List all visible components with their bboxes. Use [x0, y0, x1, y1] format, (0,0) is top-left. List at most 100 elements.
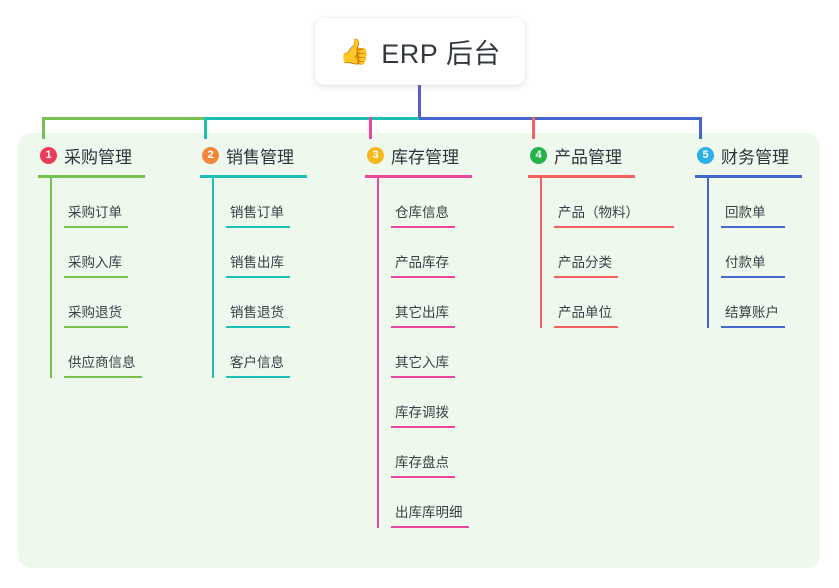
branch-item[interactable]: 销售订单	[226, 201, 307, 228]
branch-item[interactable]: 其它入库	[391, 351, 472, 378]
branch-items-3: 仓库信息产品库存其它出库其它入库库存调拨库存盘点出库库明细	[377, 178, 472, 528]
branch-item-underline	[554, 276, 618, 278]
branch-header-2[interactable]: 2 销售管理	[200, 142, 307, 168]
branch-item[interactable]: 仓库信息	[391, 201, 472, 228]
branch-header-underline	[695, 175, 802, 178]
item-spacer	[50, 328, 145, 351]
item-spacer	[377, 178, 472, 201]
branch-header-underline	[38, 175, 145, 178]
item-spacer	[377, 428, 472, 451]
branch-item[interactable]: 出库库明细	[391, 501, 472, 528]
branch-item-underline	[391, 326, 455, 328]
branch-item-label: 仓库信息	[395, 205, 449, 220]
branch-item-label: 结算账户	[725, 305, 779, 320]
branch-item-underline	[721, 226, 785, 228]
branch-spine	[540, 178, 542, 328]
bus-segment-2	[204, 117, 419, 120]
branch-item[interactable]: 产品库存	[391, 251, 472, 278]
branch-item-underline	[226, 276, 290, 278]
branch-title: 产品管理	[554, 147, 622, 167]
item-spacer	[377, 228, 472, 251]
branch-item[interactable]: 产品单位	[554, 301, 674, 328]
branch-item-underline	[391, 276, 455, 278]
branch-item[interactable]: 回款单	[721, 201, 802, 228]
item-spacer	[50, 228, 145, 251]
branch-item[interactable]: 其它出库	[391, 301, 472, 328]
branch-number-badge: 5	[697, 146, 714, 164]
branch-drop-connector-1	[42, 117, 45, 139]
branch-item-label: 销售出库	[230, 255, 284, 270]
branch-item-underline	[391, 376, 455, 378]
branch-item-underline	[64, 376, 142, 378]
branch-item-label: 库存调拨	[395, 405, 449, 420]
root-stem-connector	[418, 85, 421, 119]
branch-item-underline	[721, 276, 785, 278]
branch-item[interactable]: 库存调拨	[391, 401, 472, 428]
branch-item[interactable]: 销售出库	[226, 251, 307, 278]
branch-item[interactable]: 产品（物料）	[554, 201, 674, 228]
branch-column-4: 4 产品管理产品（物料） 产品分类产品单位	[528, 142, 674, 328]
branch-item[interactable]: 客户信息	[226, 351, 307, 378]
branch-item-label: 回款单	[725, 205, 766, 220]
branch-number-badge: 4	[530, 146, 547, 164]
branch-item-label: 客户信息	[230, 355, 284, 370]
branch-item-label: 供应商信息	[68, 355, 136, 370]
branch-item[interactable]: 销售退货	[226, 301, 307, 328]
branch-item-label: 产品分类	[558, 255, 612, 270]
branch-item-label: 采购退货	[68, 305, 122, 320]
bus-segment-1	[42, 117, 204, 120]
branch-item-label: 采购入库	[68, 255, 122, 270]
branch-column-1: 1 采购管理采购订单采购入库采购退货供应商信息	[38, 142, 145, 378]
branch-item[interactable]: 付款单	[721, 251, 802, 278]
branch-item-underline	[64, 276, 128, 278]
branch-item-label: 出库库明细	[395, 505, 463, 520]
branch-title: 采购管理	[64, 147, 132, 167]
item-spacer	[377, 478, 472, 501]
item-spacer	[707, 178, 802, 201]
branch-item-label: 销售订单	[230, 205, 284, 220]
branch-header-underline	[365, 175, 472, 178]
branch-number-badge: 2	[202, 146, 219, 164]
branch-item-underline	[64, 326, 128, 328]
branch-item-label: 采购订单	[68, 205, 122, 220]
branch-item[interactable]: 采购入库	[64, 251, 145, 278]
branch-item[interactable]: 采购退货	[64, 301, 145, 328]
branch-items-5: 回款单付款单结算账户	[707, 178, 802, 328]
branch-title: 销售管理	[226, 147, 294, 167]
branch-number-badge: 1	[40, 146, 57, 164]
branch-column-2: 2 销售管理销售订单销售出库销售退货客户信息	[200, 142, 307, 378]
branch-drop-connector-4	[532, 117, 535, 139]
branch-items-1: 采购订单采购入库采购退货供应商信息	[50, 178, 145, 378]
branch-item[interactable]: 产品分类	[554, 251, 674, 278]
branch-item-label: 库存盘点	[395, 455, 449, 470]
thumbs-up-icon: 👍	[339, 37, 371, 66]
branch-header-1[interactable]: 1 采购管理	[38, 142, 145, 168]
branch-header-underline	[528, 175, 635, 178]
branch-item-label: 销售退货	[230, 305, 284, 320]
branch-item-underline	[391, 426, 455, 428]
item-spacer	[212, 278, 307, 301]
branch-header-4[interactable]: 4 产品管理	[528, 142, 674, 168]
branch-item-underline	[721, 326, 785, 328]
branch-item-underline	[554, 326, 618, 328]
item-spacer	[377, 278, 472, 301]
root-node[interactable]: 👍 ERP 后台	[315, 18, 525, 85]
branch-item[interactable]: 库存盘点	[391, 451, 472, 478]
branch-item-underline	[64, 226, 128, 228]
branch-item-label: 产品（物料）	[558, 205, 639, 220]
branch-header-underline	[200, 175, 307, 178]
branch-item[interactable]: 采购订单	[64, 201, 145, 228]
branch-item[interactable]: 供应商信息	[64, 351, 145, 378]
branch-item[interactable]: 结算账户	[721, 301, 802, 328]
branch-drop-connector-5	[699, 117, 702, 139]
branch-item-underline	[554, 226, 674, 228]
item-spacer	[212, 328, 307, 351]
item-spacer	[707, 278, 802, 301]
branch-item-label: 其它入库	[395, 355, 449, 370]
item-spacer	[50, 278, 145, 301]
item-spacer	[212, 178, 307, 201]
branch-spine	[50, 178, 52, 378]
